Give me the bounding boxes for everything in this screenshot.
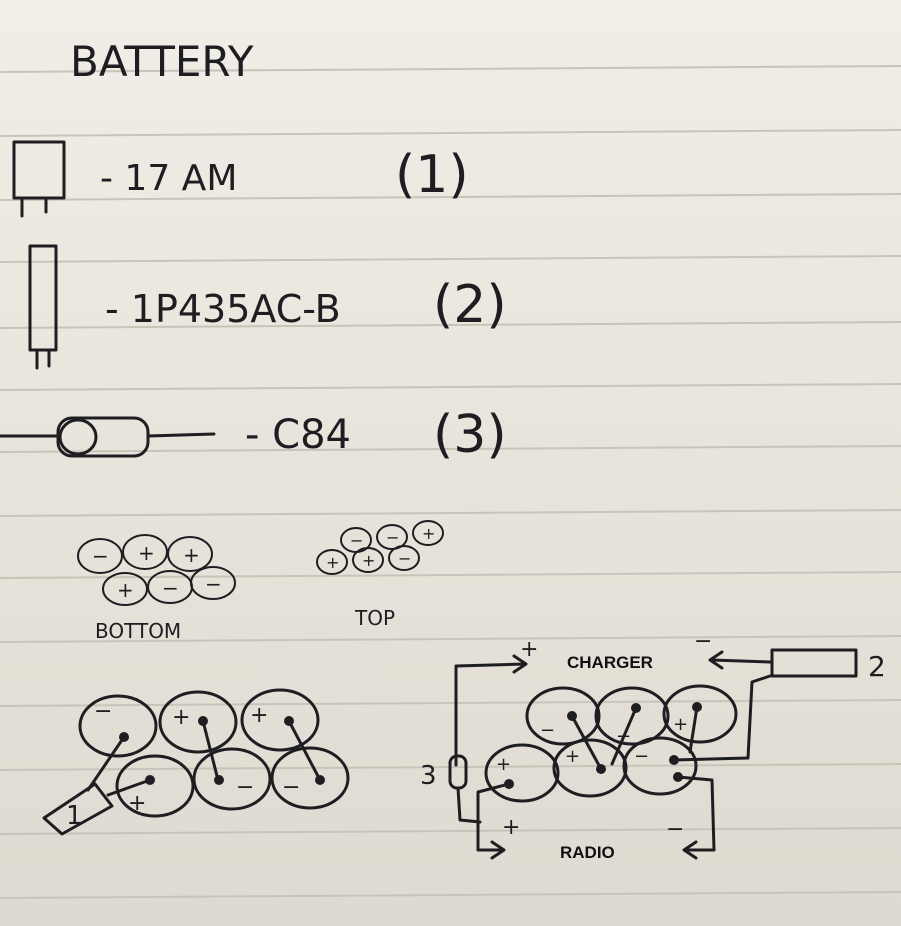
right-cell-sign: − bbox=[616, 726, 631, 747]
bottom-cell-sign: + bbox=[138, 541, 155, 565]
right-cell-sign: + bbox=[496, 754, 511, 775]
top-cell-sign: − bbox=[350, 531, 363, 550]
top-cell-sign: − bbox=[398, 549, 411, 568]
charger-part-2-label: 2 bbox=[868, 650, 886, 683]
part-2-number: (2) bbox=[433, 275, 507, 335]
bottom-view-cells: − + + + − − bbox=[77, 534, 236, 606]
right-wiring-sketch bbox=[448, 648, 858, 860]
right-cell-sign: + bbox=[565, 746, 580, 767]
ruled-lines bbox=[0, 65, 901, 899]
right-cell-sign: − bbox=[540, 720, 555, 741]
bottom-cell-sign: + bbox=[117, 578, 134, 602]
charger-plus-sign: + bbox=[520, 637, 538, 662]
bottom-cell-sign: + bbox=[183, 543, 200, 567]
left-cell-sign: + bbox=[128, 791, 146, 816]
charger-minus-sign: − bbox=[694, 629, 712, 654]
part-3-number: (3) bbox=[433, 405, 507, 465]
left-cell-sign: − bbox=[282, 775, 300, 800]
left-cell-sign: + bbox=[172, 705, 190, 730]
radio-plus-sign: + bbox=[502, 815, 520, 840]
top-cell-sign: + bbox=[362, 551, 375, 570]
part-2-symbol bbox=[28, 244, 58, 370]
top-cell-sign: − bbox=[386, 528, 399, 547]
top-cell-sign: + bbox=[326, 553, 339, 572]
left-cell-sign: − bbox=[94, 699, 112, 724]
part-1-symbol bbox=[12, 140, 66, 218]
right-part-3-label: 3 bbox=[420, 761, 437, 791]
left-wiring-sketch bbox=[42, 688, 350, 836]
radio-label: RADIO bbox=[560, 843, 615, 862]
bottom-cell-sign: − bbox=[162, 576, 179, 600]
top-view-label: TOP bbox=[354, 606, 395, 630]
charger-label: CHARGER bbox=[567, 653, 653, 672]
right-cell-sign: − bbox=[634, 746, 649, 767]
left-cell-sign: + bbox=[250, 703, 268, 728]
part-1-label: - 17 AM bbox=[100, 158, 237, 199]
top-cell-sign: + bbox=[422, 524, 435, 543]
part-2-label: - 1P435AC-B bbox=[105, 287, 341, 331]
bottom-cell-sign: − bbox=[92, 544, 109, 568]
part-1-number: (1) bbox=[395, 145, 469, 205]
top-view-cells: − − + + + − bbox=[316, 520, 444, 575]
left-cell-sign: − bbox=[236, 775, 254, 800]
page-title: BATTERY bbox=[70, 37, 254, 86]
left-part-1-label: 1 bbox=[66, 801, 83, 831]
bottom-cell-sign: − bbox=[205, 572, 222, 596]
radio-minus-sign: − bbox=[666, 817, 684, 842]
right-cell-sign: + bbox=[673, 714, 688, 735]
part-3-symbol bbox=[0, 416, 216, 458]
bottom-view-label: BOTTOM bbox=[95, 619, 181, 643]
part-3-label: - C84 bbox=[245, 412, 351, 458]
